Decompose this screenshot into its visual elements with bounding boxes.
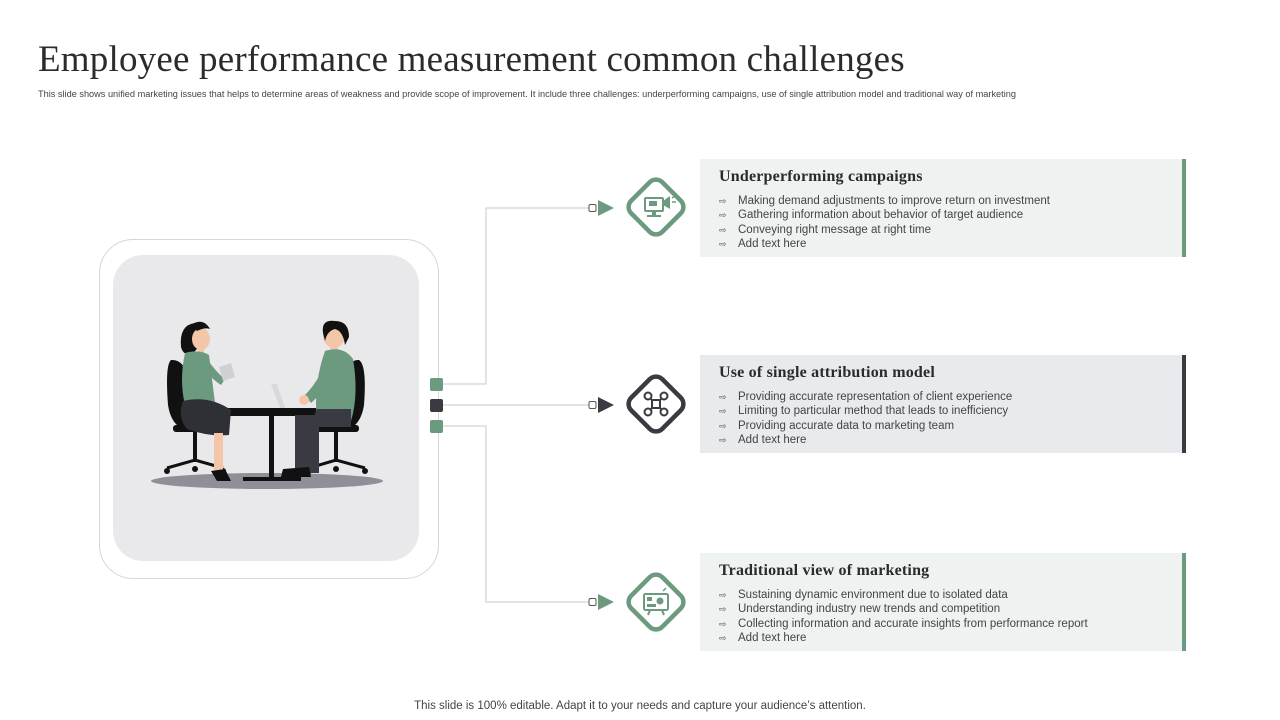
footer-note: This slide is 100% editable. Adapt it to…: [414, 700, 866, 712]
list-item: ⇨ Sustaining dynamic environment due to i…: [719, 588, 1164, 602]
network-nodes-icon: [620, 368, 692, 440]
bullet-text: Conveying right message at right time: [738, 223, 932, 236]
arrow-bullet-icon: ⇨: [719, 604, 727, 615]
indicator-dot-3: [430, 420, 443, 433]
list-item: ⇨ Providing accurate representation of cl…: [719, 390, 1164, 404]
indicator-dot-2: [430, 399, 443, 412]
card-bullet-list: ⇨ Making demand adjustments to improve re…: [719, 194, 1164, 252]
media-display-icon: [620, 566, 692, 638]
bullet-text: Understanding industry new trends and co…: [738, 603, 1001, 616]
list-item: ⇨ Add text here: [719, 433, 1164, 447]
bullet-text: Gathering information about behavior of …: [738, 209, 1024, 222]
indicator-dot-1: [430, 378, 443, 391]
arrow-middle: [598, 397, 614, 413]
list-item: ⇨ Collecting information and accurate ins…: [719, 617, 1164, 631]
connector-top-end: [588, 204, 597, 212]
bullet-text: Add text here: [738, 434, 807, 447]
meeting-illustration: [151, 320, 383, 489]
bullet-text: Providing accurate data to marketing tea…: [738, 419, 955, 432]
arrow-bullet-icon: ⇨: [719, 590, 727, 600]
arrow-bullet-icon: ⇨: [719, 239, 727, 250]
bullet-text: Collecting information and accurate insi…: [738, 617, 1088, 630]
list-item: ⇨ Limiting to particular method that lead…: [719, 404, 1164, 418]
arrow-bullet-icon: ⇨: [719, 633, 727, 644]
list-item: ⇨ Add text here: [719, 237, 1164, 251]
card-bullet-list: ⇨ Sustaining dynamic environment due to i…: [719, 588, 1164, 646]
bullet-text: Sustaining dynamic environment due to is…: [738, 589, 1008, 601]
arrow-bullet-icon: ⇨: [719, 420, 727, 431]
bullet-text: Add text here: [738, 632, 807, 645]
arrow-bullet-icon: ⇨: [719, 196, 727, 206]
arrow-bullet-icon: ⇨: [719, 435, 727, 446]
arrow-bottom: [598, 594, 614, 610]
card-heading: Use of single attribution model: [719, 364, 935, 381]
arrow-bullet-icon: ⇨: [719, 392, 727, 402]
arrow-top: [598, 200, 614, 216]
card-heading: Traditional view of marketing: [719, 562, 930, 579]
list-item: ⇨ Understanding industry new trends and c…: [719, 602, 1164, 616]
bullet-text: Add text here: [738, 238, 807, 251]
challenge-card-underperforming-campaigns: Underperforming campaigns ⇨ Making demand…: [700, 159, 1186, 257]
challenge-card-traditional-view-of-marketing: Traditional view of marketing ⇨ Sustainin…: [700, 553, 1186, 651]
arrow-bullet-icon: ⇨: [719, 224, 727, 235]
connector-bottom: [443, 425, 592, 603]
bullet-text: Providing accurate representation of cli…: [738, 391, 1013, 403]
list-item: ⇨ Making demand adjustments to improve re…: [719, 194, 1164, 208]
card-bullet-list: ⇨ Providing accurate representation of cl…: [719, 390, 1164, 448]
bullet-text: Making demand adjustments to improve ret…: [738, 195, 1050, 207]
arrow-bullet-icon: ⇨: [719, 406, 727, 417]
card-heading: Underperforming campaigns: [719, 168, 923, 185]
monitor-megaphone-icon: [620, 171, 692, 243]
list-item: ⇨ Add text here: [719, 631, 1164, 645]
arrow-bullet-icon: ⇨: [719, 210, 727, 221]
list-item: ⇨ Conveying right message at right time: [719, 223, 1164, 237]
list-item: ⇨ Gathering information about behavior of…: [719, 208, 1164, 222]
list-item: ⇨ Providing accurate data to marketing te…: [719, 419, 1164, 433]
bullet-text: Limiting to particular method that leads…: [738, 405, 1009, 418]
arrow-bullet-icon: ⇨: [719, 618, 727, 629]
connector-bottom-end: [588, 598, 597, 606]
page-title: Employee performance measurement common …: [38, 39, 905, 80]
connector-top: [443, 207, 592, 385]
page-subtitle: This slide shows unified marketing issue…: [38, 89, 1016, 99]
connector-middle-end: [588, 401, 597, 409]
challenge-card-single-attribution-model: Use of single attribution model ⇨ Providi…: [700, 355, 1186, 453]
